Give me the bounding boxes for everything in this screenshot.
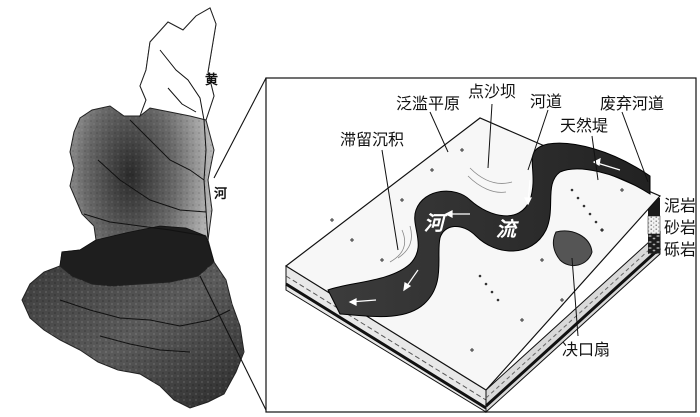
label-leaders bbox=[381, 103, 649, 337]
label-floodplain: 泛滥平原 bbox=[396, 94, 461, 113]
natural-levee-dots bbox=[478, 188, 604, 302]
block-river-char-2: 流 bbox=[496, 217, 519, 241]
map-river-label-2: 河 bbox=[214, 186, 227, 202]
shaanxi-map: 黄 河 bbox=[21, 7, 245, 409]
map-river-label-1: 黄 bbox=[205, 72, 218, 88]
label-lag-deposit: 滞留沉积 bbox=[340, 130, 405, 149]
label-point-bar: 点沙坝 bbox=[468, 82, 517, 101]
point-bar-hatch bbox=[389, 167, 513, 263]
legend-conglomerate: 砾岩 bbox=[664, 240, 697, 259]
label-natural-levee: 天然堤 bbox=[560, 116, 609, 135]
crevasse-splay-shape bbox=[552, 230, 593, 267]
map-northern-tip bbox=[138, 7, 217, 121]
label-abandoned-channel: 废弃河道 bbox=[600, 94, 665, 113]
flow-arrows bbox=[348, 157, 621, 306]
map-guanzhong-plain bbox=[59, 225, 215, 287]
floodplain-marks bbox=[330, 148, 624, 352]
callout-lines bbox=[199, 77, 267, 411]
river-channel bbox=[327, 142, 651, 318]
block-diagram: 河 流 bbox=[284, 117, 662, 414]
legend-mudstone: 泥岩 bbox=[664, 196, 697, 215]
block-top-surface bbox=[284, 117, 662, 391]
label-channel: 河道 bbox=[530, 92, 563, 111]
label-crevasse-splay: 决口扇 bbox=[562, 340, 611, 359]
map-rivers bbox=[59, 49, 231, 353]
legend-sandstone: 砂岩 bbox=[664, 218, 697, 237]
